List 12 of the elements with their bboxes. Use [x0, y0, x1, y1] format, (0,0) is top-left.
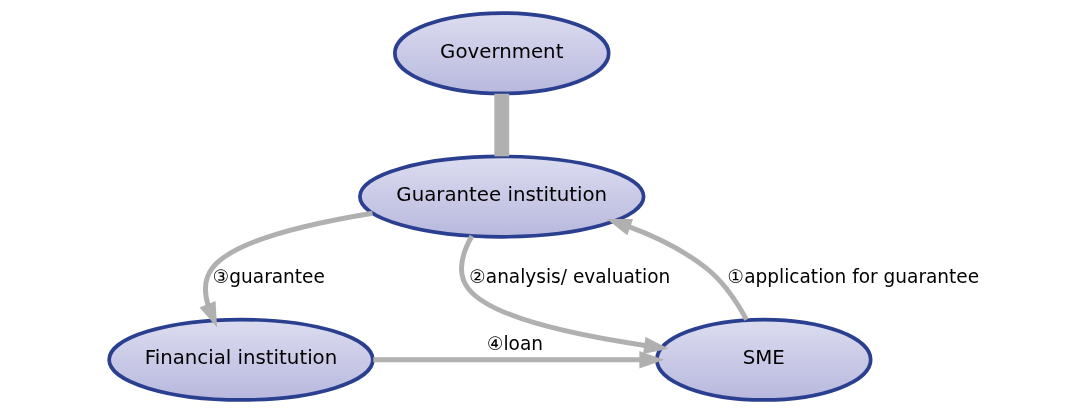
arrow — [458, 234, 669, 354]
arrow — [372, 351, 664, 369]
edge-label: ③guarantee — [212, 265, 325, 287]
connector — [493, 93, 509, 157]
node-ellipse: SME — [654, 317, 873, 402]
node-ellipse: Financial institution — [106, 317, 375, 402]
edge-label: ②analysis/ evaluation — [468, 265, 670, 287]
arrow — [606, 218, 749, 321]
node-ellipse: Government — [392, 11, 611, 96]
arrow — [199, 210, 373, 328]
edge-label: ④loan — [486, 332, 543, 354]
edge-label: ①application for guarantee — [727, 265, 979, 287]
